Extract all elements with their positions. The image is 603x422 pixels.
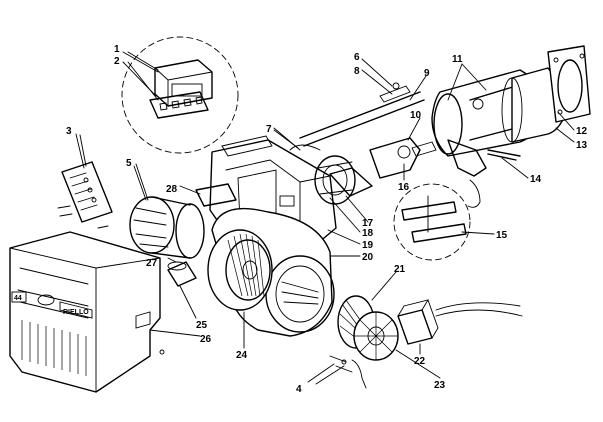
motor-capacitor-bracket [179,183,237,207]
callout-10: 10 [410,110,422,121]
cover-badge: 44 [14,295,22,302]
callout-7: 7 [266,124,272,135]
callout-23: 23 [434,380,446,391]
terminal-strip [57,133,113,229]
flange-bolt [467,149,521,208]
callout-6: 6 [354,52,360,63]
callout-12: 12 [576,126,588,137]
callout-22: 22 [414,356,426,367]
callout-28: 28 [166,184,178,195]
callout-2: 2 [114,56,120,67]
cover: 44 RIELLO [9,231,165,393]
pump [397,299,523,345]
fan-guard [337,295,399,361]
callout-5: 5 [126,158,132,169]
callout-11: 11 [452,54,463,65]
brand-label: RIELLO [63,309,89,316]
capacitor [167,261,197,287]
control-box-detail [121,36,239,154]
callout-labels: 1 2 3 4 5 6 7 8 9 10 11 12 13 14 15 16 1… [66,44,588,395]
motor [129,165,205,259]
callout-25: 25 [196,320,208,331]
callout-18: 18 [362,228,374,239]
callout-14: 14 [530,174,542,185]
leader-lines [79,51,575,385]
callout-3: 3 [66,126,72,137]
callout-15: 15 [496,230,508,241]
nozzle-assembly [273,82,437,197]
callout-8: 8 [354,66,360,77]
callout-4: 4 [296,384,302,395]
callout-24: 24 [236,350,248,361]
callout-1: 1 [114,44,120,55]
screws [329,355,367,389]
callout-26: 26 [200,334,212,345]
callout-20: 20 [362,252,374,263]
callout-13: 13 [576,140,588,151]
callout-21: 21 [394,264,406,275]
blast-tube [431,45,591,177]
callout-19: 19 [362,240,374,251]
gasket-detail [393,183,471,261]
callout-16: 16 [398,182,410,193]
callout-17: 17 [362,218,374,229]
callout-27: 27 [146,258,158,269]
fan-wheel [207,229,273,311]
callout-9: 9 [424,68,430,79]
